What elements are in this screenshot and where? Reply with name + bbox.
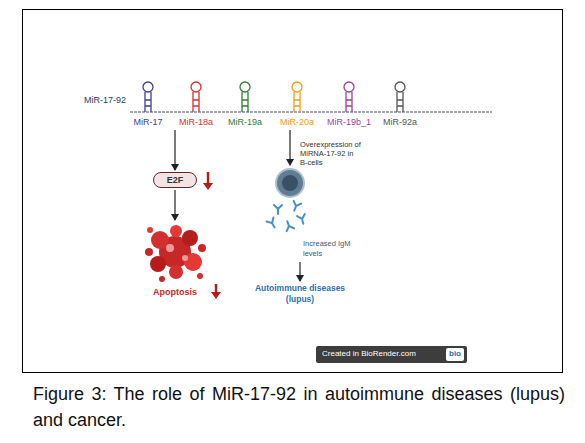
mirna-hairpin: MiR-92a xyxy=(372,78,428,128)
cell-fragment xyxy=(159,276,165,282)
target-pill: E2F xyxy=(153,172,197,188)
cell-highlight xyxy=(182,255,188,261)
hairpin-mir20a xyxy=(292,82,302,112)
node-text: Increased IgM levels xyxy=(303,239,367,259)
antibody-icon xyxy=(297,214,307,225)
figure-caption: Figure 3: The role of MiR-17-92 in autoi… xyxy=(33,381,565,433)
cell-fragment xyxy=(150,256,166,272)
flow-arrow xyxy=(174,130,175,170)
cell-nucleus xyxy=(282,175,298,191)
apoptotic-cells xyxy=(145,225,206,282)
node-text: MiR-92a xyxy=(372,116,428,128)
mirna-hairpin: MiR-19a xyxy=(217,78,273,128)
cluster-name: MiR-17-92 xyxy=(84,94,134,106)
hairpin-loop xyxy=(395,82,405,92)
hairpin-loop xyxy=(344,82,354,92)
b-cell-group: Increased IgM levels xyxy=(255,167,325,260)
hairpin-stem xyxy=(397,92,403,112)
cell-fragment xyxy=(169,265,183,279)
node-text: MiR-19b_1 xyxy=(321,116,377,128)
antibody-icon xyxy=(291,201,302,212)
hairpin-stem xyxy=(294,92,300,112)
cell-fragment xyxy=(197,273,203,279)
arrow-head xyxy=(211,292,221,299)
biorender-logo-box xyxy=(446,348,464,361)
arrow-shaft xyxy=(207,172,209,184)
b-cell xyxy=(276,169,304,197)
antibody-icon xyxy=(267,218,278,230)
hairpin-mir92a xyxy=(395,82,405,112)
hairpin-mir19a xyxy=(240,82,250,112)
node-text: MiR-19a xyxy=(217,116,273,128)
mirna-hairpin: MiR-19b_1 xyxy=(321,78,377,128)
hairpin-mir18a xyxy=(191,82,201,112)
hairpin-loop xyxy=(143,82,153,92)
hairpin-mir17 xyxy=(143,82,153,112)
hairpin-loop xyxy=(292,82,302,92)
apoptosis-illustration: Apoptosis xyxy=(135,222,215,300)
mirna-hairpin: MiR-18a xyxy=(168,78,224,128)
cell-fragment xyxy=(182,230,198,246)
cell-fragment xyxy=(151,231,169,249)
node-text: Apoptosis xyxy=(135,286,215,298)
node-text: MiR-18a xyxy=(168,116,224,128)
hairpin-loop xyxy=(191,82,201,92)
watermark-text: Created in BioRender.com xyxy=(322,349,447,359)
cell-body xyxy=(276,169,304,197)
edge-label: Overexpression of MiRNA-17-92 in B-cells xyxy=(300,140,362,167)
hairpin-stem xyxy=(242,92,248,112)
cell-fragment xyxy=(147,227,153,233)
node-text: E2F xyxy=(154,174,196,186)
watermark-logo: bio xyxy=(446,349,464,359)
hairpin-stem xyxy=(145,92,151,112)
decrease-arrow xyxy=(211,284,221,299)
igm-antibodies xyxy=(267,201,308,231)
arrow-head xyxy=(203,183,213,190)
figure-frame xyxy=(23,10,563,373)
hairpin-loop xyxy=(240,82,250,92)
hairpin-stem xyxy=(193,92,199,112)
flow-arrow xyxy=(174,190,175,220)
cell-fragment xyxy=(170,225,182,237)
antibody-icon xyxy=(274,205,282,214)
disease-outcome: Autoimmune diseases (lupus) xyxy=(250,283,350,307)
antibody-icon xyxy=(284,220,295,231)
decrease-arrow xyxy=(203,172,213,190)
cell-fragment xyxy=(145,248,153,256)
cell-highlight xyxy=(166,244,174,252)
biorender-badge xyxy=(316,346,467,363)
arrow-shaft xyxy=(215,284,217,293)
flow-arrow xyxy=(299,262,300,281)
flow-arrow xyxy=(289,130,290,165)
mirna-hairpin: MiR-17 xyxy=(120,78,176,128)
node-text: MiR-17 xyxy=(120,116,176,128)
cell-fragment xyxy=(198,244,206,252)
hairpin-stem xyxy=(346,92,352,112)
hairpin-mir19b xyxy=(344,82,354,112)
gene-line xyxy=(130,111,492,112)
node-text: Autoimmune diseases (lupus) xyxy=(250,283,350,305)
mirna-hairpin: MiR-20a xyxy=(269,78,325,128)
node-text: MiR-20a xyxy=(269,116,325,128)
